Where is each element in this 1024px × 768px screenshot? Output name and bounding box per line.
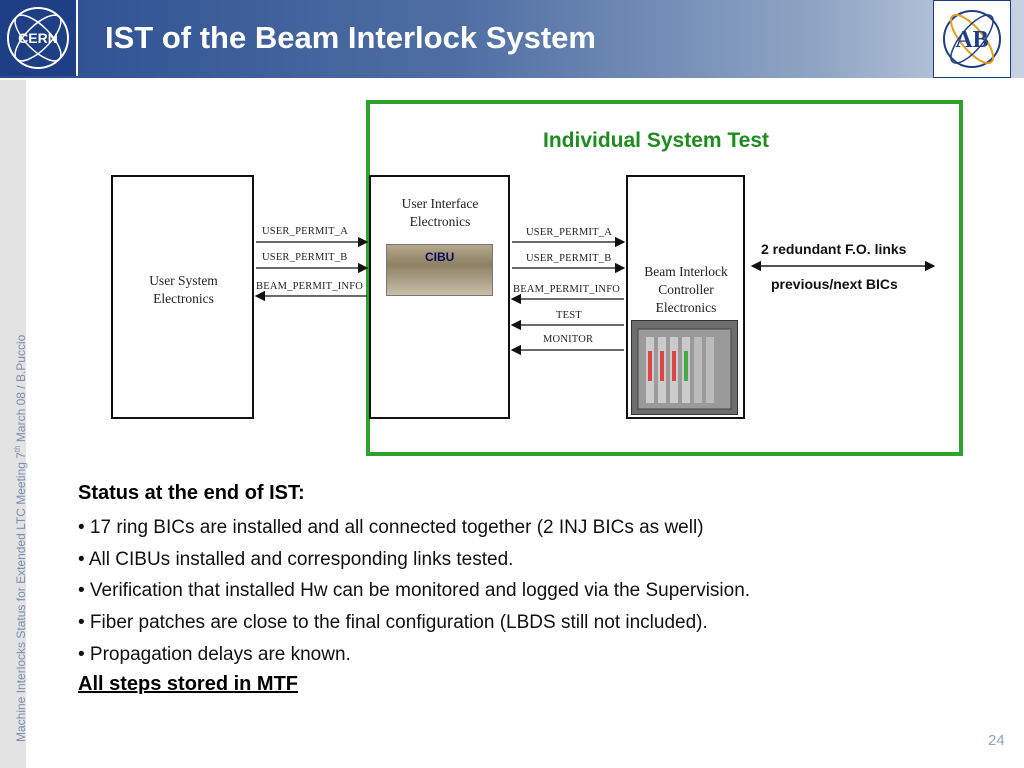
header-bar	[0, 0, 1024, 78]
cern-logo-graphic: CERN	[7, 7, 69, 69]
user-system-box	[111, 175, 254, 419]
bic-label: Beam Interlock Controller Electronics	[644, 264, 728, 315]
ab-logo-text: AB	[955, 27, 988, 53]
cibu-label: CIBU	[425, 250, 455, 264]
user-system-label: User System Electronics	[149, 273, 218, 306]
ab-logo-graphic: AB	[943, 10, 1001, 68]
status-bullet: • Verification that installed Hw can be …	[78, 580, 751, 601]
signal-right-permit-b: USER_PERMIT_B	[526, 253, 612, 264]
signal-monitor: MONITOR	[543, 334, 594, 345]
signal-left-permit-b: USER_PERMIT_B	[262, 252, 348, 263]
bic-crate-graphic	[637, 328, 732, 410]
signal-right-permit-a: USER_PERMIT_A	[526, 227, 613, 238]
fo-links-label: 2 redundant F.O. links	[761, 241, 907, 257]
cern-logo-text: CERN	[18, 30, 58, 46]
signal-left-permit-a: USER_PERMIT_A	[262, 226, 349, 237]
signal-right-beam-info: BEAM_PERMIT_INFO	[513, 284, 621, 295]
status-bullet: • 17 ring BICs are installed and all con…	[78, 517, 704, 538]
fo-next-label: previous/next BICs	[771, 276, 898, 292]
cibu-photo	[386, 244, 493, 296]
signal-test: TEST	[556, 310, 582, 321]
user-interface-label: User Interface Electronics	[401, 196, 479, 229]
bic-photo	[631, 320, 738, 415]
cern-logo: CERN	[0, 0, 78, 76]
page-title: IST of the Beam Interlock System	[105, 20, 596, 55]
status-title: Status at the end of IST:	[78, 482, 305, 504]
ist-frame-title: Individual System Test	[543, 129, 770, 152]
page-number: 24	[988, 732, 1005, 749]
ist-frame	[366, 100, 963, 456]
ab-logo: AB	[933, 0, 1011, 78]
side-strip	[0, 80, 26, 768]
status-bullet: • All CIBUs installed and corresponding …	[78, 549, 514, 570]
signal-left-beam-info: BEAM_PERMIT_INFO	[256, 281, 364, 292]
user-interface-box	[369, 175, 510, 419]
mtf-statement: All steps stored in MTF	[78, 673, 299, 695]
status-bullet: • Fiber patches are close to the final c…	[78, 612, 708, 633]
status-bullet: • Propagation delays are known.	[78, 644, 351, 665]
